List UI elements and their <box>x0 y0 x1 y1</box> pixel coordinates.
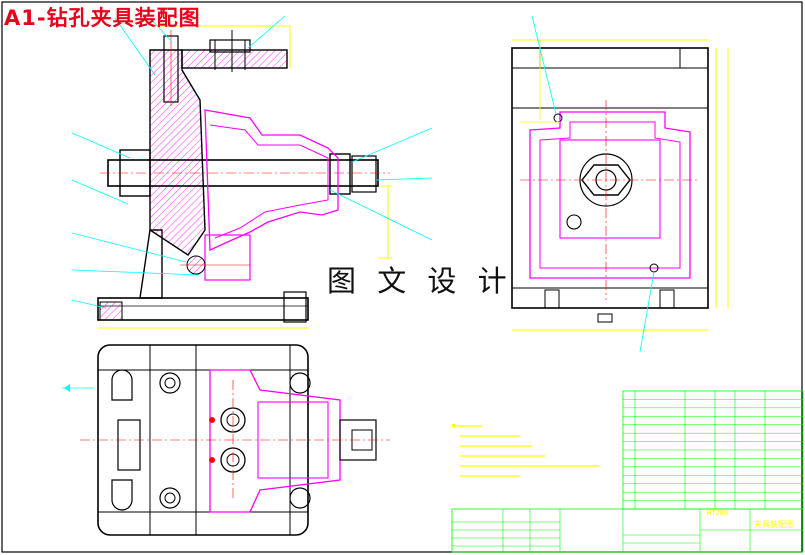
technical-notes <box>452 424 600 477</box>
drawing-name: 夹具装配图 <box>754 519 794 529</box>
title-block: HT200 夹具装配图 <box>451 508 804 553</box>
watermark-text: 图 文 设 计 <box>327 264 513 298</box>
drawing-title: A1-钻孔夹具装配图 <box>4 6 201 30</box>
parts-list <box>622 390 804 510</box>
top-view <box>62 344 390 536</box>
front-view <box>71 15 433 329</box>
material-label: HT200 <box>707 509 728 517</box>
side-view <box>511 15 729 353</box>
